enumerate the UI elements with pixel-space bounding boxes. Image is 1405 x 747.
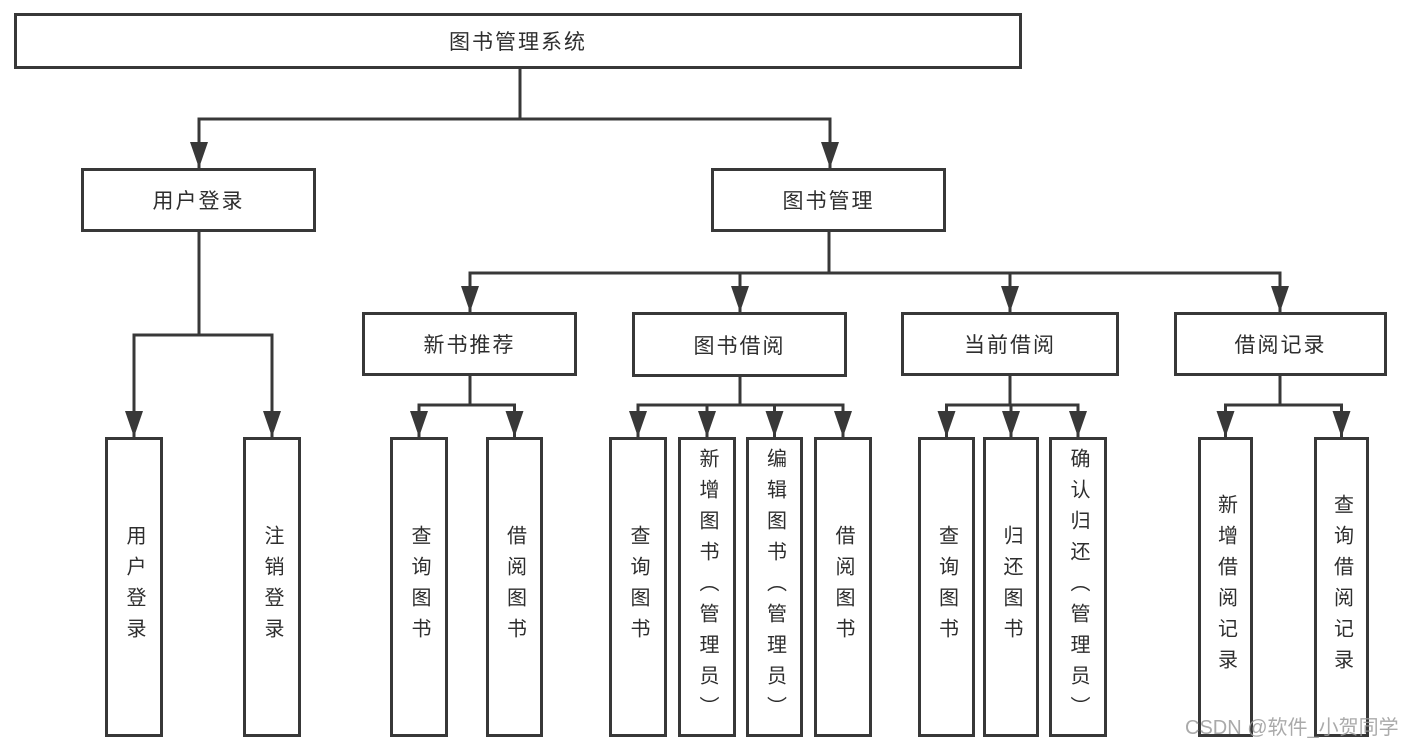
node-label: 当前借阅 bbox=[964, 334, 1056, 357]
node-user-login: 用户登录 bbox=[81, 168, 316, 232]
node-label: 编辑图书（管理员） bbox=[763, 447, 786, 727]
node-book-management: 图书管理 bbox=[711, 168, 946, 232]
leaf-user-login: 用户登录 bbox=[105, 437, 163, 737]
node-label: 新增借阅记录 bbox=[1214, 494, 1237, 680]
leaf-query-books: 查询图书 bbox=[609, 437, 667, 737]
connector-user-login-to-leaves bbox=[125, 232, 281, 437]
connector-book-borrow-to-leaves bbox=[629, 377, 852, 437]
node-label: 用户登录 bbox=[123, 525, 145, 649]
node-label: 注销登录 bbox=[261, 525, 283, 649]
connector-new-book-to-leaves bbox=[410, 376, 524, 437]
node-label: 借阅图书 bbox=[832, 525, 854, 649]
csdn-watermark: CSDN @软件_小贺同学 bbox=[1185, 717, 1399, 739]
node-label: 用户登录 bbox=[152, 190, 245, 213]
leaf-return-books: 归还图书 bbox=[983, 437, 1039, 737]
node-new-book-recommend: 新书推荐 bbox=[362, 312, 577, 376]
node-library-system-root: 图书管理系统 bbox=[14, 13, 1022, 69]
node-borrowing-records: 借阅记录 bbox=[1174, 312, 1387, 376]
node-label: 归还图书 bbox=[1000, 525, 1022, 649]
node-label: 图书管理系统 bbox=[449, 31, 587, 54]
leaf-add-books-admin: 新增图书（管理员） bbox=[678, 437, 736, 737]
node-label: 查询图书 bbox=[627, 525, 649, 649]
node-label: 借阅记录 bbox=[1234, 334, 1327, 357]
connector-root-to-level1 bbox=[190, 68, 839, 168]
node-label: 查询图书 bbox=[935, 525, 958, 649]
connector-borrow-record-to-leaves bbox=[1216, 376, 1351, 437]
node-label: 查询图书 bbox=[408, 525, 430, 649]
connector-book-mgmt-to-level2 bbox=[461, 232, 1289, 312]
leaf-borrow-books: 借阅图书 bbox=[814, 437, 872, 737]
leaf-query-books: 查询图书 bbox=[390, 437, 448, 737]
leaf-borrow-books: 借阅图书 bbox=[486, 437, 543, 737]
node-label: 新增图书（管理员） bbox=[696, 447, 718, 727]
node-label: 查询借阅记录 bbox=[1330, 494, 1353, 680]
leaf-logout: 注销登录 bbox=[243, 437, 301, 737]
node-label: 确认归还（管理员） bbox=[1067, 447, 1089, 727]
leaf-query-borrow-record: 查询借阅记录 bbox=[1314, 437, 1369, 737]
node-label: 借阅图书 bbox=[503, 525, 526, 649]
leaf-add-borrow-record: 新增借阅记录 bbox=[1198, 437, 1253, 737]
leaf-query-books: 查询图书 bbox=[918, 437, 975, 737]
node-label: 图书借阅 bbox=[693, 334, 786, 358]
node-current-borrowing: 当前借阅 bbox=[901, 312, 1119, 376]
connector-current-borrow-to-leaves bbox=[937, 376, 1087, 437]
node-book-borrowing: 图书借阅 bbox=[632, 312, 847, 377]
leaf-edit-books-admin: 编辑图书（管理员） bbox=[746, 437, 803, 737]
leaf-confirm-return-admin: 确认归还（管理员） bbox=[1049, 437, 1107, 737]
node-label: 图书管理 bbox=[782, 190, 875, 213]
node-label: 新书推荐 bbox=[423, 334, 516, 357]
